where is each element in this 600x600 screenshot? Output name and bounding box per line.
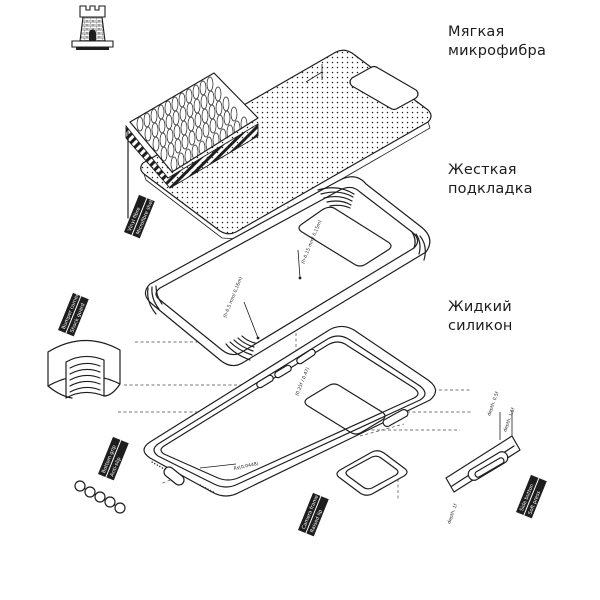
microfibre-layer bbox=[140, 49, 432, 240]
side-button-inset: depth. 0,5f depth. 1,5f depth. 1f bbox=[445, 391, 521, 525]
liquid-silicone-layer: •••••• •••••• Rs(0,0448) (0,25f / 0,47) bbox=[143, 325, 437, 497]
label-hard-line2: подкладка bbox=[448, 181, 533, 197]
label-hard-lining: Жесткая подкладка bbox=[448, 161, 533, 199]
svg-text:Rs(0,0448): Rs(0,0448) bbox=[233, 461, 259, 472]
camera-frame-inset bbox=[336, 450, 408, 496]
svg-text:depth. 0,5f: depth. 0,5f bbox=[486, 391, 500, 417]
label-soft-line1: Мягкая bbox=[448, 24, 505, 40]
bead-chain-inset bbox=[74, 480, 126, 514]
label-soft-microfibre: Мягкая микрофибра bbox=[448, 23, 546, 61]
label-sil-line2: силикон bbox=[448, 318, 513, 334]
corner-bumper-inset bbox=[47, 339, 121, 399]
label-hard-line1: Жесткая bbox=[448, 162, 517, 178]
castle-tower-icon bbox=[71, 5, 114, 50]
hard-lining-layer: (h-0,5 mm/ 0,16m) (h-0,15 mm/ 0,15m) bbox=[144, 176, 431, 367]
svg-text:depth. 1,5f: depth. 1,5f bbox=[502, 407, 516, 433]
svg-text:depth. 1f: depth. 1f bbox=[446, 503, 459, 525]
label-liquid-silicone: Жидкий силикон bbox=[448, 298, 513, 336]
label-sil-line1: Жидкий bbox=[448, 299, 512, 315]
label-soft-line2: микрофибра bbox=[448, 43, 547, 59]
